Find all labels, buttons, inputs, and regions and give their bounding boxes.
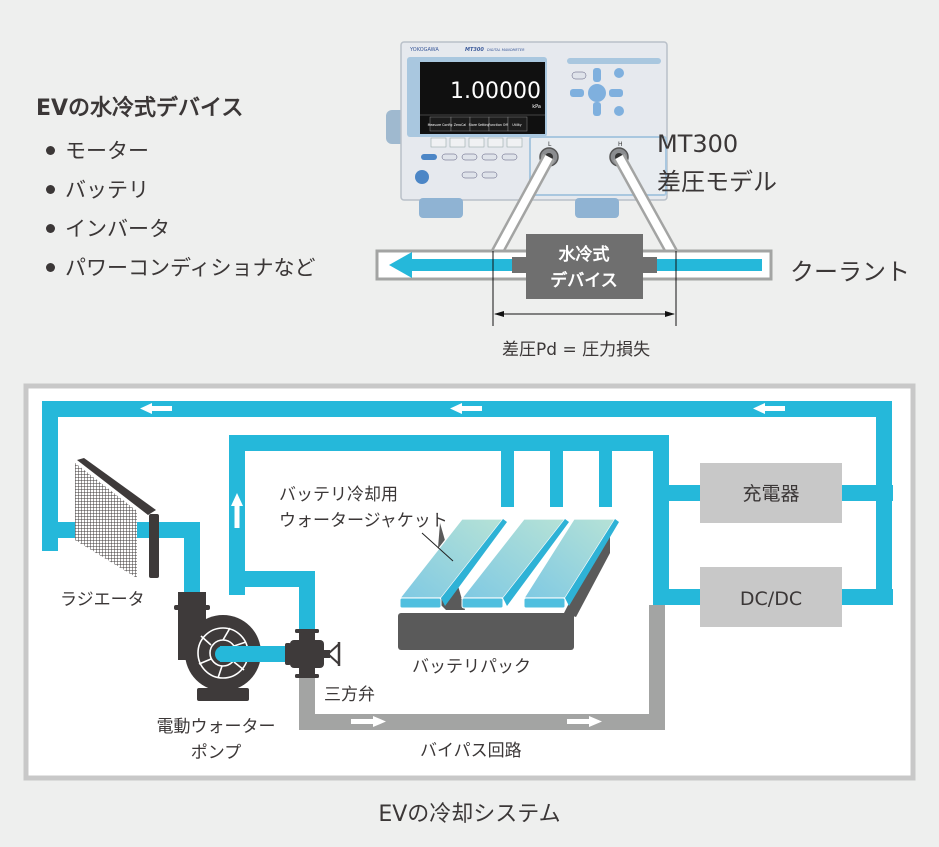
display-value: 1.00000 (450, 79, 541, 104)
flow-arrow-right-icon (567, 716, 602, 727)
water-jacket (398, 518, 619, 610)
display-unit: kPa (532, 104, 541, 110)
device-list-item: モーター (46, 135, 149, 165)
model-name: MT300 (657, 130, 739, 158)
jacket-label-line2: ウォータージャケット (279, 511, 448, 531)
impulse-lines (488, 153, 681, 262)
soft-key-label: Function Off (488, 123, 508, 127)
water-cooled-device: 水冷式 デバイス (512, 234, 657, 299)
device-name: バッテリ (65, 178, 149, 202)
bullet-icon (46, 145, 55, 155)
soft-key-labels: Measure Config ZeroCal Store Setting Fun… (428, 116, 528, 132)
electric-water-pump (174, 592, 290, 701)
battery-pack-label: バッテリパック (412, 657, 531, 677)
product-type: DIGITAL MANOMETER (487, 48, 525, 52)
charger-label: 充電器 (742, 483, 799, 505)
port-low-label: L (548, 141, 552, 148)
coolant-label: クーラント (790, 258, 910, 286)
soft-key-label: ZeroCal (454, 123, 467, 127)
arrowhead-left-icon (494, 311, 504, 317)
dcdc-label: DC/DC (740, 588, 802, 610)
jacket-label-line1: バッテリ冷却用 (279, 485, 398, 505)
pump-label-line1: 電動ウォーター (157, 717, 276, 737)
flow-arrow-left-icon (753, 403, 785, 414)
model-badge: MT300 (465, 47, 484, 53)
power-button[interactable] (415, 170, 429, 184)
function-buttons[interactable] (421, 153, 518, 179)
charger-box (700, 463, 842, 523)
device-name: モーター (65, 139, 149, 163)
device-list-item: バッテリ (46, 174, 149, 204)
device-name: パワーコンディショナなど (65, 256, 316, 280)
pressure-loss-label: 差圧Pd = 圧力損失 (502, 340, 651, 360)
navigation-keys[interactable] (570, 68, 624, 116)
dcdc-box (700, 567, 842, 627)
radiator (75, 458, 159, 578)
foot (419, 198, 463, 218)
soft-key-label: Utility (512, 123, 521, 127)
bullet-icon (46, 223, 55, 233)
flow-arrow-right-icon (351, 716, 386, 727)
three-way-valve (285, 629, 341, 678)
device-name: インバータ (65, 217, 170, 241)
differential-dimension (492, 251, 677, 326)
flow-arrow-left-icon (389, 252, 412, 278)
port-high-label: H (618, 141, 623, 148)
flow-arrow-up-icon (231, 493, 243, 528)
device-box-line2: デバイス (550, 270, 618, 291)
device-box-line1: 水冷式 (559, 244, 610, 265)
soft-keys[interactable] (430, 137, 523, 148)
valve-label: 三方弁 (324, 685, 375, 705)
bypass-label: バイパス回路 (420, 741, 522, 761)
bullet-icon (46, 262, 55, 272)
flow-arrows (140, 403, 785, 727)
flow-arrow-left-icon (140, 403, 172, 414)
instrument-diagram: 1.00000 kPa Measure Config ZeroCal Store… (375, 41, 773, 326)
bypass-circuit (299, 605, 665, 730)
leader-line (421, 532, 454, 562)
arrowhead-right-icon (665, 311, 675, 317)
foot (575, 198, 619, 218)
device-list-item: パワーコンディショナなど (46, 252, 316, 282)
flow-arrow-left-icon (450, 403, 482, 414)
model-type: 差圧モデル (657, 168, 777, 196)
brand-label: YOKOGAWA (409, 47, 439, 53)
devices-title: EVの水冷式デバイス (36, 96, 244, 121)
device-list-item: インバータ (46, 213, 170, 243)
bullet-icon (46, 184, 55, 194)
pump-label-line2: ポンプ (191, 743, 242, 763)
soft-key-label: Measure Config (428, 123, 453, 127)
figure-caption: EVの冷却システム (378, 802, 561, 827)
soft-key-label: Store Setting (469, 123, 490, 127)
mt300-instrument: 1.00000 kPa Measure Config ZeroCal Store… (386, 41, 668, 218)
radiator-label: ラジエータ (60, 590, 145, 610)
